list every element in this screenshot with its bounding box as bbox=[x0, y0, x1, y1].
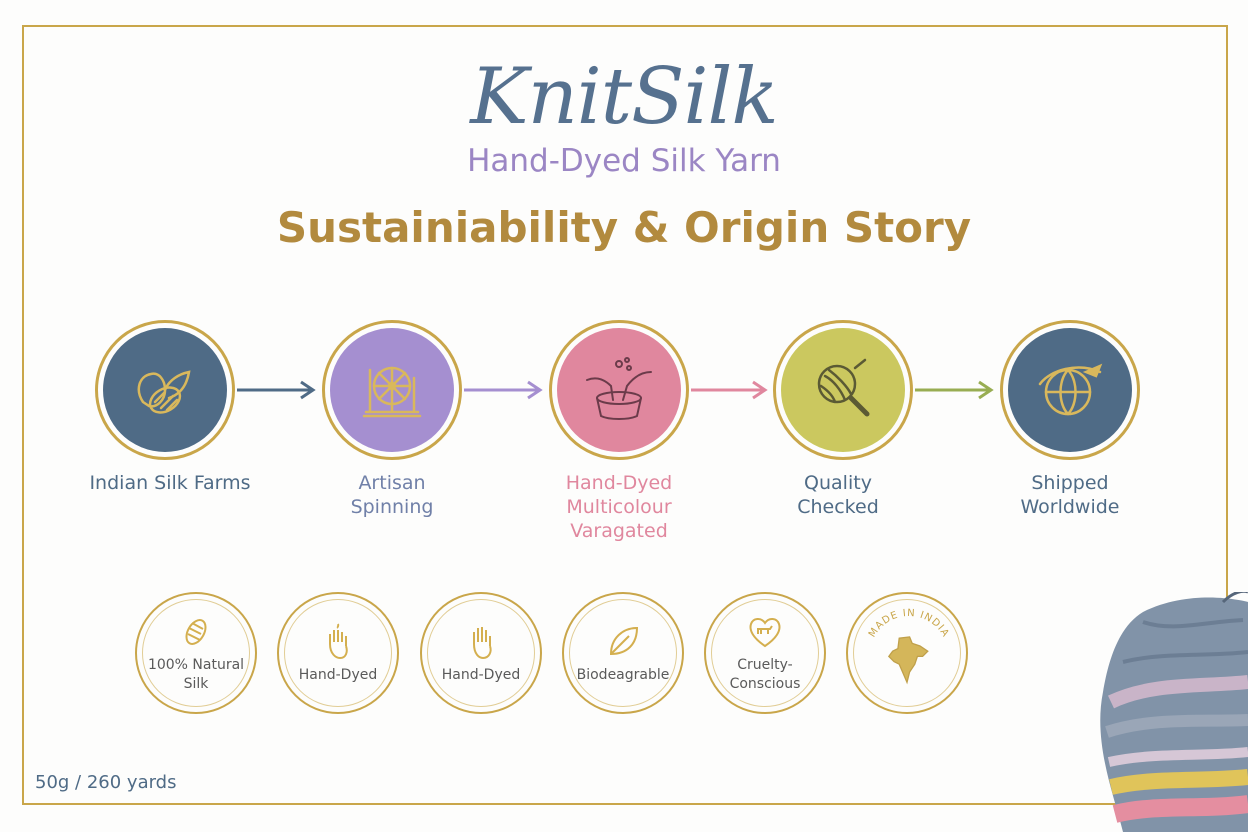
arrow-2 bbox=[464, 380, 543, 400]
badge-cruelty-conscious: Cruelty-Conscious bbox=[704, 592, 826, 714]
badge-made-in-india: MADE IN INDIA bbox=[846, 592, 968, 714]
step-shipped-worldwide bbox=[1000, 320, 1140, 460]
arrow-3 bbox=[691, 380, 768, 400]
brand-logo: KnitSilk bbox=[470, 52, 778, 142]
dye-pot-icon bbox=[586, 357, 652, 420]
hand-icon bbox=[473, 626, 492, 659]
step-indian-silk-farms bbox=[95, 320, 235, 460]
svg-text:MADE IN INDIA: MADE IN INDIA bbox=[867, 608, 951, 640]
step-quality-checked bbox=[773, 320, 913, 460]
globe-plane-icon bbox=[1038, 363, 1103, 416]
step-label-1: Indian Silk Farms bbox=[89, 472, 251, 494]
india-map-icon bbox=[887, 636, 929, 685]
brand-tagline: Hand-Dyed Silk Yarn bbox=[467, 143, 781, 179]
silk-cocoon-icon bbox=[137, 370, 191, 414]
spinning-wheel-icon bbox=[362, 366, 422, 418]
heart-animal-icon bbox=[749, 618, 781, 648]
gold-border-frame bbox=[22, 25, 1228, 805]
headline: Sustainiability & Origin Story bbox=[276, 203, 972, 252]
step-artisan-spinning bbox=[322, 320, 462, 460]
weight-info: 50g / 260 yards bbox=[35, 772, 177, 793]
arrow-4 bbox=[915, 380, 994, 400]
badge-hand-dyed-1: Hand-Dyed bbox=[277, 592, 399, 714]
arrow-1 bbox=[237, 380, 316, 400]
badge-hand-dyed-2: Hand-Dyed bbox=[420, 592, 542, 714]
dyed-hand-icon bbox=[329, 623, 348, 659]
silk-yarn-skein-image bbox=[1100, 592, 1248, 832]
leaf-icon bbox=[609, 626, 639, 655]
cocoon-icon bbox=[185, 619, 207, 645]
magnifier-yarn-icon bbox=[817, 358, 870, 417]
made-in-india-arc-text: MADE IN INDIA bbox=[867, 608, 951, 640]
step-hand-dyed bbox=[549, 320, 689, 460]
badge-biodegradable: Biodeagrable bbox=[562, 592, 684, 714]
